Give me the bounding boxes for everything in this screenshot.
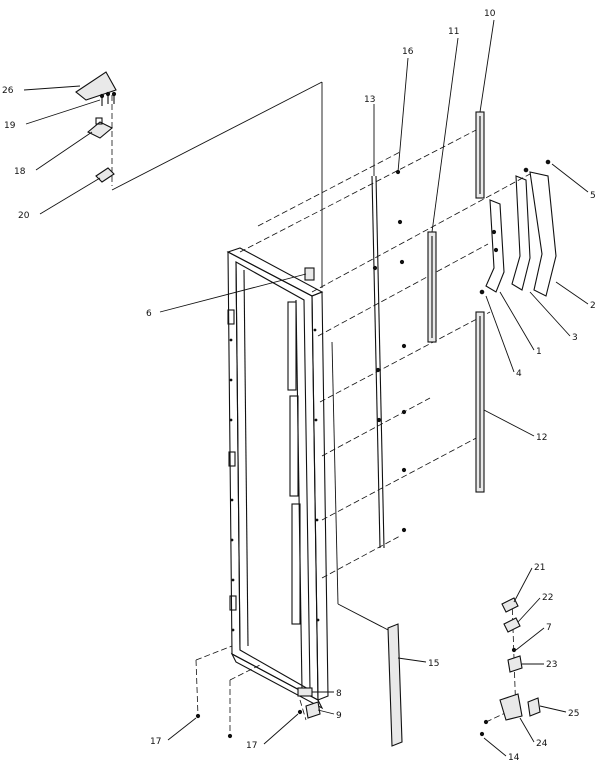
strip-12 (475, 311, 485, 493)
callout-labels: 26 19 18 20 6 11 10 16 13 5 2 3 1 4 12 1… (2, 9, 596, 763)
part-8 (297, 687, 313, 697)
part-22 (503, 617, 521, 633)
callout-15: 15 (428, 659, 439, 669)
callout-9: 9 (336, 711, 342, 721)
callout-17-left: 17 (150, 737, 161, 747)
callout-10: 10 (484, 9, 496, 19)
rod-13 (371, 175, 385, 549)
alignment-lines (111, 81, 531, 736)
part-25 (527, 697, 541, 717)
bottom-hinge-right (479, 597, 541, 737)
panel-screws (395, 169, 499, 533)
hinge-cover-26 (75, 71, 117, 101)
callout-7: 7 (546, 623, 552, 633)
callout-5: 5 (590, 191, 596, 201)
callout-23: 23 (546, 660, 557, 670)
callout-8: 8 (336, 689, 342, 699)
part-21 (501, 597, 519, 613)
callout-13: 13 (364, 95, 375, 105)
callout-3: 3 (572, 333, 578, 343)
callout-19: 19 (4, 121, 16, 131)
part-23 (507, 655, 523, 673)
strip-10 (475, 111, 485, 199)
callout-25: 25 (568, 709, 579, 719)
handle-piece-3 (511, 175, 531, 291)
top-hinge-assembly (75, 71, 117, 183)
callout-18: 18 (14, 167, 26, 177)
bracket-20 (95, 167, 115, 183)
callout-4: 4 (516, 369, 522, 379)
callout-20: 20 (18, 211, 30, 221)
callout-24: 24 (536, 739, 548, 749)
handle-piece-2 (529, 171, 557, 297)
channel-11 (427, 231, 437, 343)
handle-piece-1 (485, 199, 505, 293)
callout-leaders (23, 19, 589, 757)
handle-assembly (479, 159, 557, 297)
part-9 (305, 701, 321, 719)
callout-2: 2 (590, 301, 596, 311)
door-frame (226, 247, 329, 710)
callout-11: 11 (448, 27, 459, 37)
callout-21: 21 (534, 563, 545, 573)
callout-14: 14 (508, 753, 520, 763)
hinge-18 (87, 121, 113, 139)
callout-17-right: 17 (246, 741, 257, 751)
screw-dots (229, 328, 320, 632)
top-hinge-block (304, 267, 315, 281)
callout-6: 6 (146, 309, 152, 319)
callout-26: 26 (2, 86, 14, 96)
callout-1: 1 (536, 347, 542, 357)
callout-16: 16 (402, 47, 414, 57)
bottom-hinge-left (195, 687, 321, 739)
callout-22: 22 (542, 593, 553, 603)
part-24 (499, 693, 523, 721)
strip-15 (387, 623, 403, 747)
callout-12: 12 (536, 433, 547, 443)
